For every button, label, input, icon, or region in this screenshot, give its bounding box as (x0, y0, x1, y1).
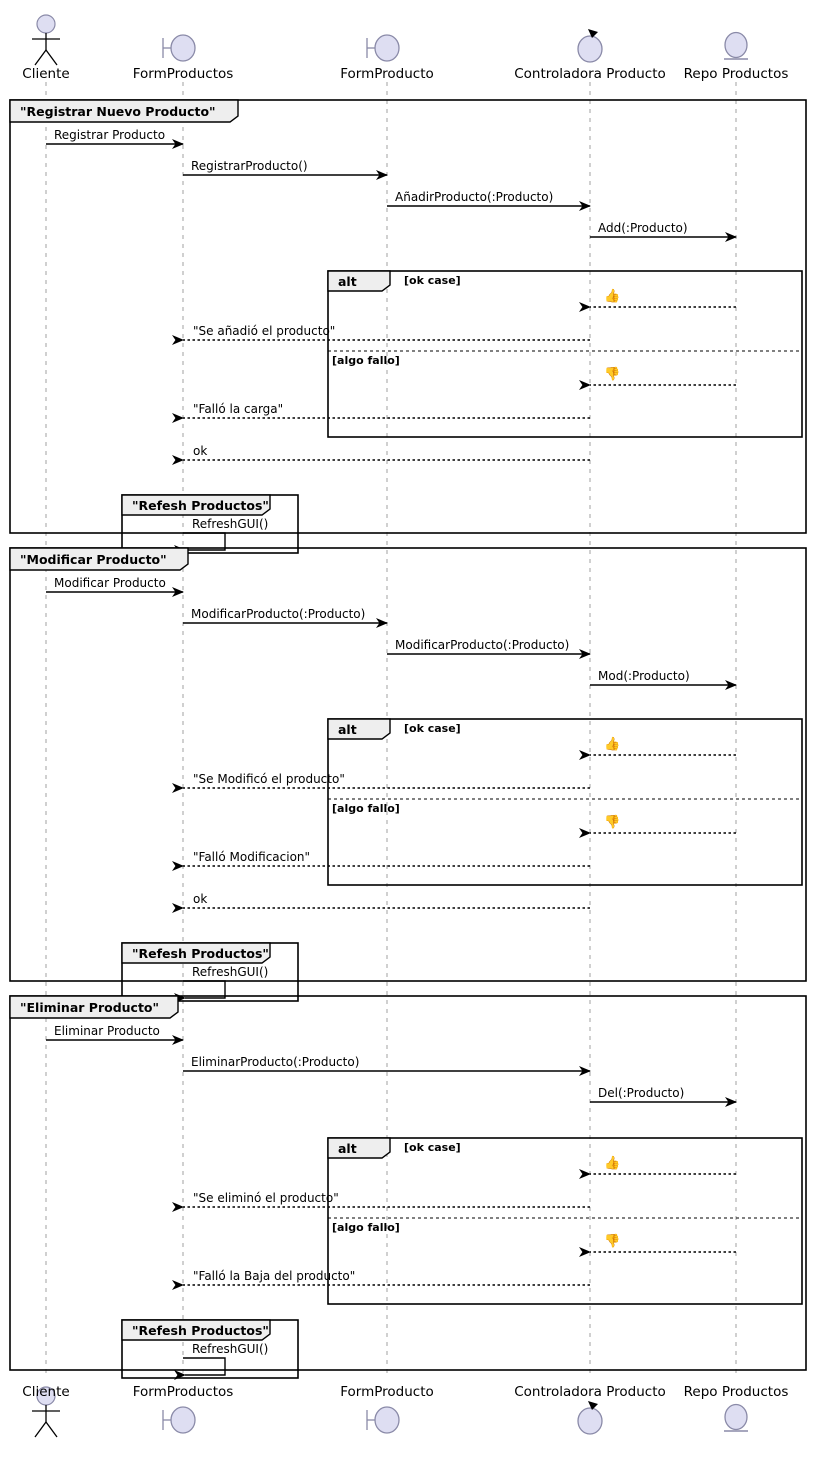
thumbs-up-icon: 👍 (604, 737, 621, 752)
fragment-1-after-message-0-label: ok (193, 892, 208, 906)
thumbs-down-icon: 👎 (604, 815, 621, 830)
fragment-0-message-2-label: AñadirProducto(:Producto) (395, 190, 554, 204)
fragment-0-alt-b0-message-1-label: "Se añadió el producto" (193, 324, 336, 338)
participant-name-foot-1: FormProductos (132, 1384, 234, 1400)
fragment-0-nested-self-label: RefreshGUI() (192, 517, 269, 531)
fragment-1-border (9, 547, 807, 982)
actor-leg-right (45, 1421, 58, 1438)
fragment-0-alt-border (327, 270, 803, 438)
fragment-2-message-0-label: Eliminar Producto (54, 1024, 160, 1038)
actor-leg-right (45, 49, 58, 66)
thumbs-down-icon: 👎 (604, 1234, 621, 1249)
fragment-2-message-2-label: Del(:Producto) (598, 1086, 685, 1100)
fragment-2-title-tab (9, 995, 179, 1019)
actor-leg-left (34, 49, 47, 66)
fragment-1-alt-guard-1: [algo fallo] (332, 802, 400, 815)
participant-name-3: Controladora Producto (514, 66, 666, 82)
boundary-circle-icon (374, 34, 400, 62)
entity-circle-icon (724, 1403, 748, 1431)
fragment-0-message-0-label: Registrar Producto (54, 128, 166, 142)
fragment-0-alt-title-tab (327, 270, 391, 292)
fragment-2-alt-b1-message-1-label: "Falló la Baja del producto" (193, 1269, 356, 1283)
fragment-0-message-1-label: RegistrarProducto() (191, 159, 308, 173)
participant-name-0: Cliente (22, 66, 70, 82)
control-arrow-icon (588, 29, 598, 38)
fragment-0-alt-b1-message-1-label: "Falló la carga" (193, 402, 284, 416)
participant-name-2: FormProducto (340, 66, 434, 82)
fragment-0-title-tab (9, 99, 239, 123)
fragment-1-alt-guard-0: [ok case] (404, 722, 461, 735)
fragment-1-nested-title-tab (121, 942, 271, 964)
fragment-2-alt-title-tab (327, 1137, 391, 1159)
fragment-1-message-1-label: ModificarProducto(:Producto) (191, 607, 366, 621)
fragment-0-title: "Registrar Nuevo Producto" (20, 104, 216, 119)
fragment-1-message-3-label: Mod(:Producto) (598, 669, 690, 683)
fragment-1-alt-title-tab (327, 718, 391, 740)
fragment-1-alt-title: alt (338, 722, 357, 737)
fragment-1-alt-b0-message-1-label: "Se Modificó el producto" (193, 772, 345, 786)
fragment-0-after-message-0-label: ok (193, 444, 208, 458)
fragment-1-nested-self-self-arrow[interactable] (174, 980, 226, 1003)
thumbs-up-icon: 👍 (604, 289, 621, 304)
fragment-0-alt-title: alt (338, 274, 357, 289)
fragment-0-border (9, 99, 807, 534)
fragment-2-alt-border (327, 1137, 803, 1305)
fragment-0-alt-guard-0: [ok case] (404, 274, 461, 287)
fragment-2-alt-title: alt (338, 1141, 357, 1156)
thumbs-up-icon: 👍 (604, 1156, 621, 1171)
fragment-2-alt-guard-1: [algo fallo] (332, 1221, 400, 1234)
fragment-1-title: "Modificar Producto" (20, 552, 167, 567)
fragment-0-nested-title-tab (121, 494, 271, 516)
actor-head-icon (36, 14, 56, 34)
fragment-1-alt-border (327, 718, 803, 886)
boundary-circle-icon (170, 1406, 196, 1434)
fragment-0-nested-self-self-arrow[interactable] (174, 532, 226, 555)
fragment-2-nested-title: "Refesh Productos" (132, 1323, 269, 1338)
participant-name-foot-0: Cliente (22, 1384, 70, 1400)
participant-name-4: Repo Productos (683, 66, 789, 82)
fragment-1-alt-b1-message-1-label: "Falló Modificacion" (193, 850, 311, 864)
fragment-2-border (9, 995, 807, 1371)
fragment-2-nested-title-tab (121, 1319, 271, 1341)
thumbs-down-icon: 👎 (604, 367, 621, 382)
fragment-1-message-0-label: Modificar Producto (54, 576, 166, 590)
participant-name-foot-2: FormProducto (340, 1384, 434, 1400)
fragment-2-nested-self-label: RefreshGUI() (192, 1342, 269, 1356)
fragment-2-alt-b0-message-1-label: "Se eliminó el producto" (193, 1191, 339, 1205)
fragment-2-alt-guard-0: [ok case] (404, 1141, 461, 1154)
entity-circle-icon (724, 31, 748, 59)
participant-name-1: FormProductos (132, 66, 234, 82)
fragment-1-nested-self-label: RefreshGUI() (192, 965, 269, 979)
fragment-0-nested-title: "Refesh Productos" (132, 498, 269, 513)
boundary-circle-icon (374, 1406, 400, 1434)
fragment-1-nested-title: "Refesh Productos" (132, 946, 269, 961)
fragment-1-message-2-label: ModificarProducto(:Producto) (395, 638, 570, 652)
control-circle-icon (577, 1407, 603, 1435)
actor-leg-left (34, 1421, 47, 1438)
fragment-2-nested-self-self-arrow[interactable] (174, 1357, 226, 1380)
fragment-1-title-tab (9, 547, 189, 571)
fragment-2-title: "Eliminar Producto" (20, 1000, 160, 1015)
participant-name-foot-4: Repo Productos (683, 1384, 789, 1400)
fragment-0-alt-guard-1: [algo fallo] (332, 354, 400, 367)
control-arrow-icon (588, 1401, 598, 1410)
fragment-2-message-1-label: EliminarProducto(:Producto) (191, 1055, 360, 1069)
boundary-circle-icon (170, 34, 196, 62)
fragment-0-message-3-label: Add(:Producto) (598, 221, 688, 235)
participant-name-foot-3: Controladora Producto (514, 1384, 666, 1400)
control-circle-icon (577, 35, 603, 63)
